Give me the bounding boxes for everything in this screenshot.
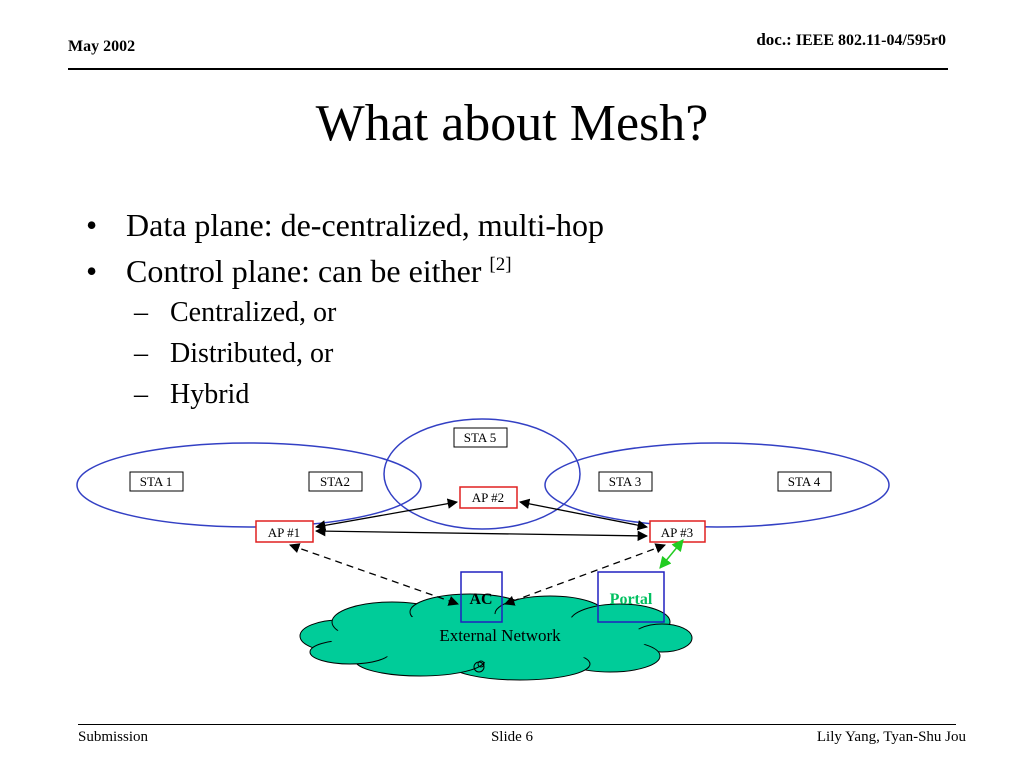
coverage-ellipse-ap3 [544, 442, 890, 528]
bullet-list: • Data plane: de-centralized, multi-hop … [86, 202, 886, 415]
cloud-puff-tiny [477, 660, 485, 668]
control-link-ap1-ac [289, 543, 459, 606]
footer-slide-number: Slide 6 [490, 729, 534, 745]
ap1-box [255, 520, 314, 543]
bullet-text: Data plane: de-centralized, multi-hop [126, 207, 605, 243]
cloud-label: External Network [439, 626, 561, 645]
sta4-box [777, 471, 832, 492]
sta1-box [129, 471, 184, 492]
bullet-control-plane: • Control plane: can be either [2] [86, 248, 886, 294]
header-rule [68, 68, 948, 70]
sta5-label: STA 5 [464, 430, 497, 445]
sta2-box [308, 471, 363, 492]
dash-icon: – [134, 297, 148, 328]
sub-bullet-list: – Centralized, or – Distributed, or – Hy… [86, 292, 886, 415]
link-ap2-ap3 [518, 498, 649, 531]
bullet-data-plane: • Data plane: de-centralized, multi-hop [86, 202, 886, 248]
coverage-ellipse-ap1 [76, 442, 422, 528]
link-ap1-ap2 [314, 498, 459, 531]
slide-title: What about Mesh? [315, 95, 709, 152]
sub-bullet-text: Hybrid [170, 379, 250, 410]
portal-link-ap3 [659, 539, 684, 569]
header-date: May 2002 [68, 38, 136, 55]
dash-icon: – [134, 379, 148, 410]
sub-bullet-hybrid: – Hybrid [86, 374, 886, 415]
sta3-box [598, 471, 653, 492]
sta2-label: STA2 [320, 474, 350, 489]
link-ap1-ap3 [314, 525, 649, 542]
control-link-ap3-ac [504, 543, 666, 606]
sta1-label: STA 1 [140, 474, 173, 489]
sub-bullet-distributed: – Distributed, or [86, 333, 886, 374]
ap1-label: AP #1 [268, 525, 300, 540]
bullet-icon: • [86, 253, 98, 289]
ap3-label: AP #3 [661, 525, 693, 540]
sub-bullet-centralized: – Centralized, or [86, 292, 886, 333]
bullet-text: Control plane: can be either [126, 253, 490, 289]
sta5-box [453, 427, 508, 448]
doc-number: IEEE 802.11-04/595r0 [795, 32, 946, 49]
cloud-body [330, 614, 650, 662]
reference-mark: [2] [489, 254, 512, 275]
footer-submission: Submission [78, 729, 149, 745]
footer-authors: Lily Yang, Tyan-Shu Jou [816, 729, 966, 745]
sta3-label: STA 3 [609, 474, 642, 489]
bullet-icon: • [86, 207, 98, 243]
doc-label: doc.: [756, 30, 792, 49]
sub-bullet-text: Distributed, or [170, 338, 334, 369]
ap2-box [459, 486, 518, 509]
ac-label: AC [469, 591, 492, 608]
sub-bullet-text: Centralized, or [170, 297, 337, 328]
footer-rule [78, 724, 956, 725]
ap2-label: AP #2 [472, 490, 504, 505]
sta4-label: STA 4 [788, 474, 821, 489]
portal-label: Portal [610, 591, 653, 608]
dash-icon: – [134, 338, 148, 369]
ac-box [460, 571, 503, 623]
header-doc-id: doc.: IEEE 802.11-04/595r0 [756, 30, 946, 50]
